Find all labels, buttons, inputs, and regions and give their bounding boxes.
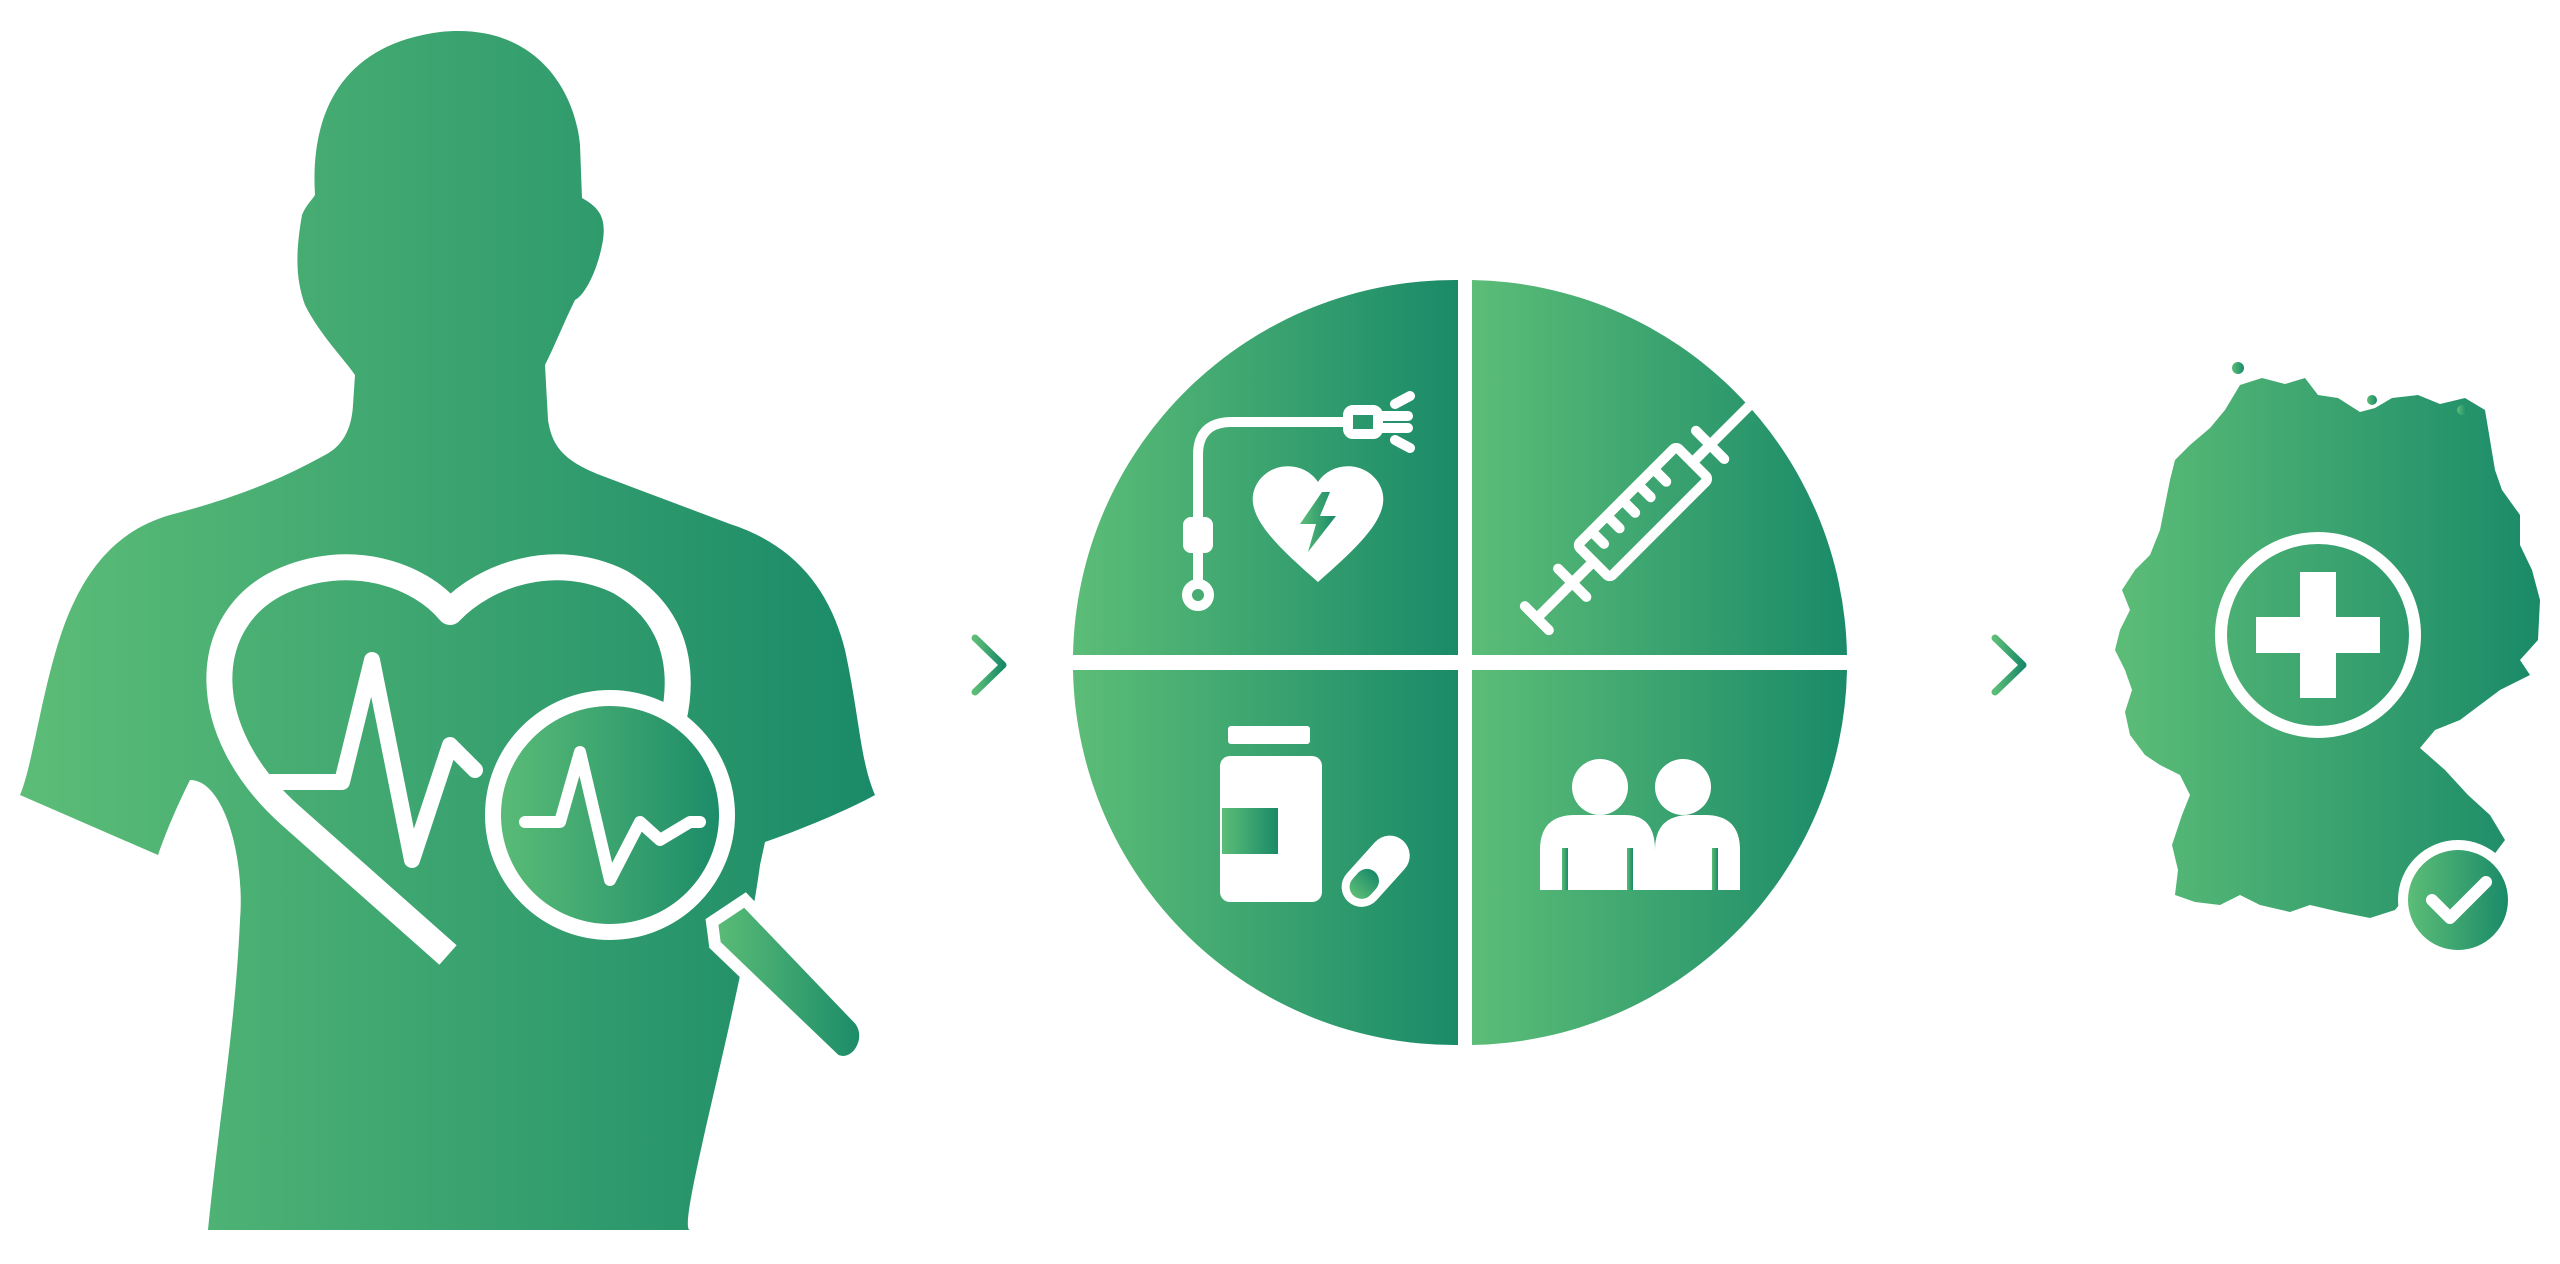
island-shape (2457, 405, 2467, 415)
arrow-right-icon (1916, 634, 2027, 696)
defibrillator-heart-icon (1182, 391, 1415, 611)
quadrant-top-left (1073, 279, 1458, 655)
two-people-icon (1540, 759, 1740, 890)
germany-panel (2115, 362, 2540, 960)
patient-panel (20, 31, 875, 1230)
heart-ecg-line-icon (252, 652, 483, 868)
person-silhouette-icon (20, 31, 875, 1230)
treatment-panel (1073, 279, 1847, 1046)
check-badge-icon (2408, 850, 2508, 950)
magnifier-handle-icon (705, 892, 872, 1068)
syringe-icon (1519, 401, 1754, 636)
medication-bottle-pill-icon (1220, 726, 1410, 907)
heart-outline-icon (206, 554, 691, 965)
check-mark-icon (2426, 876, 2492, 924)
medical-cross-ring (2215, 532, 2421, 738)
magnifier-lens-icon (485, 690, 735, 940)
lightning-icon (1300, 492, 1336, 552)
magnifier-ecg-line-icon (519, 746, 706, 886)
medical-cross-icon (2256, 572, 2380, 698)
island-shape (2367, 395, 2377, 405)
island-shape (2232, 362, 2244, 374)
arrow-right-icon (896, 634, 1007, 696)
